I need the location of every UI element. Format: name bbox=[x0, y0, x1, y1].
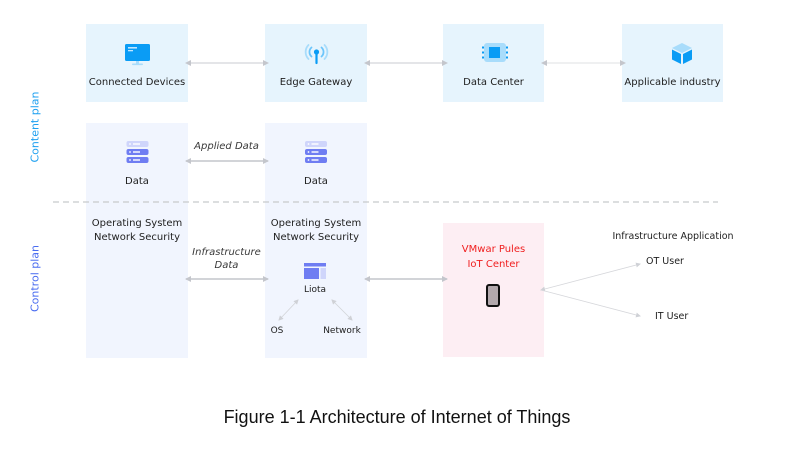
antenna-icon bbox=[304, 44, 329, 65]
figure-caption: Figure 1-1 Architecture of Internet of T… bbox=[223, 407, 571, 427]
devices-security-label: Network Security bbox=[94, 232, 180, 243]
arrow-iot-it-user bbox=[540, 289, 641, 318]
server-icon bbox=[305, 141, 327, 163]
content-plane-label: Content plan bbox=[28, 91, 42, 163]
monitor-icon bbox=[125, 44, 150, 66]
it-user-label: IT User bbox=[655, 311, 689, 322]
infrastructure-data-label-line2: Data bbox=[214, 260, 239, 271]
ot-user-label: OT User bbox=[646, 256, 684, 267]
applied-data-label: Applied Data bbox=[194, 141, 259, 152]
gateway-os-label: Operating System bbox=[270, 218, 362, 229]
data-center-label: Data Center bbox=[463, 77, 524, 88]
phone-icon bbox=[486, 284, 500, 307]
data-center-box bbox=[443, 24, 544, 102]
gateway-security-label: Network Security bbox=[273, 232, 359, 243]
iot-center-title-line2: IoT Center bbox=[467, 259, 520, 270]
gateway-data-label: Data bbox=[304, 176, 328, 187]
liota-label: Liota bbox=[303, 285, 327, 295]
iot-center-title-line1: VMwar Pules bbox=[461, 244, 526, 255]
liota-network-label: Network bbox=[323, 326, 361, 336]
infrastructure-data-label-line1: Infrastructure bbox=[192, 247, 261, 258]
arrow-liota-network bbox=[331, 299, 353, 321]
devices-os-label: Operating System bbox=[91, 218, 183, 229]
arrow-iot-ot-user bbox=[540, 262, 641, 292]
layout-icon bbox=[304, 263, 326, 279]
control-plane-label: Control plan bbox=[28, 245, 42, 313]
liota-os-label: OS bbox=[270, 326, 284, 336]
infrastructure-application-title: Infrastructure Application bbox=[612, 231, 734, 242]
arrow-liota-os bbox=[278, 299, 299, 321]
applicable-industry-label: Applicable industry bbox=[624, 77, 721, 88]
cube-icon bbox=[672, 43, 692, 64]
chip-icon bbox=[482, 43, 508, 62]
server-icon bbox=[126, 141, 149, 163]
devices-data-label: Data bbox=[125, 176, 149, 187]
connected-devices-label: Connected Devices bbox=[88, 77, 186, 88]
edge-gateway-label: Edge Gateway bbox=[279, 77, 353, 88]
applicable-industry-box bbox=[622, 24, 723, 102]
